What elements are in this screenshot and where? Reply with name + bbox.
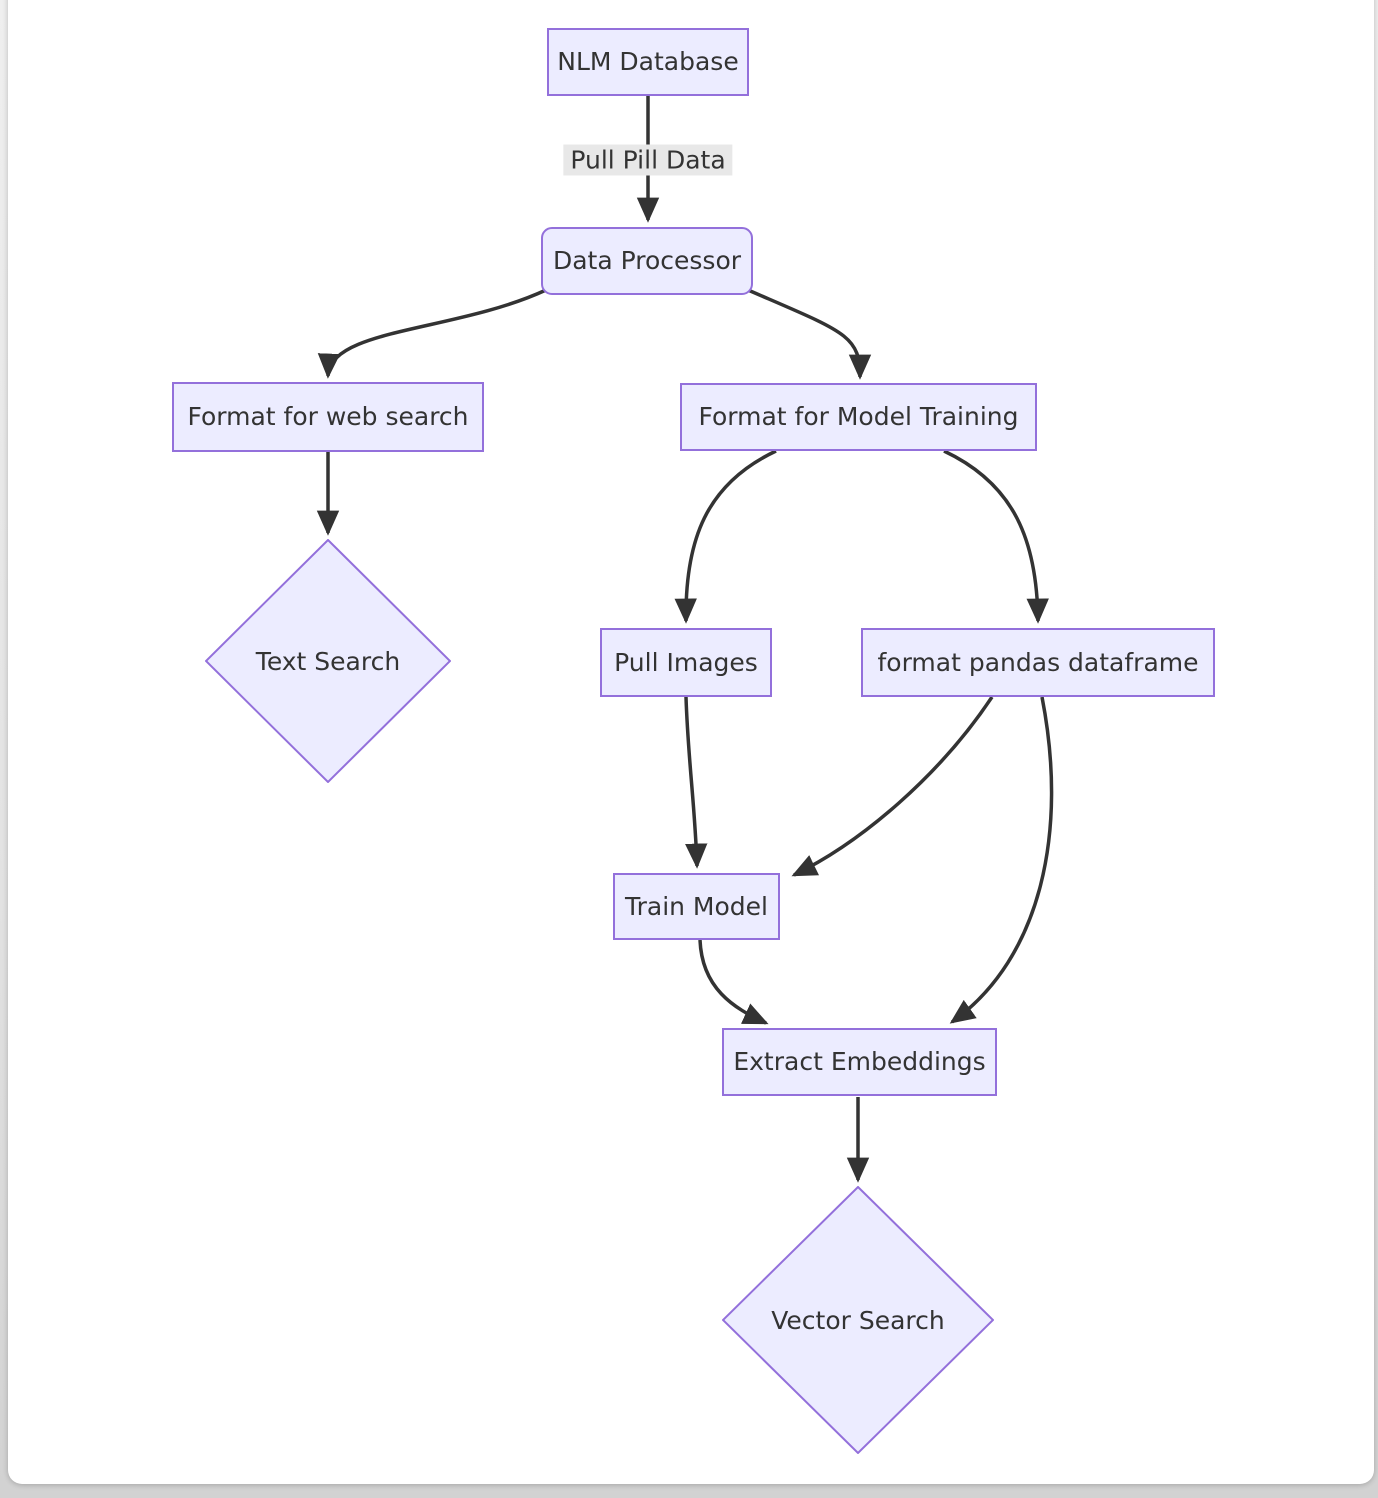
node-pull-images: Pull Images <box>600 628 772 697</box>
edge-pandas-to-train <box>791 696 994 877</box>
diamond-shape <box>722 1186 994 1454</box>
node-data-processor: Data Processor <box>541 227 753 295</box>
edge-pull-images-to-train <box>684 696 708 869</box>
node-label: Pull Images <box>614 647 758 677</box>
node-pandas-dataframe: format pandas dataframe <box>861 628 1215 697</box>
node-label: format pandas dataframe <box>877 647 1199 677</box>
edge-processor-to-format-model <box>747 288 872 380</box>
edge-processor-to-format-web <box>317 288 547 379</box>
node-format-web-search: Format for web search <box>172 382 484 452</box>
edge-format-model-to-pull-images <box>674 449 777 624</box>
node-label: NLM Database <box>557 47 739 76</box>
node-label: Data Processor <box>552 246 742 275</box>
node-nlm-database: NLM Database <box>547 28 749 96</box>
node-format-model-training: Format for Model Training <box>680 383 1037 451</box>
node-label: Format for web search <box>187 402 469 431</box>
node-text-search: Text Search <box>205 539 451 783</box>
edge-train-to-embeddings <box>698 939 769 1025</box>
edge-format-model-to-pandas <box>943 449 1049 624</box>
diamond-shape <box>205 539 451 783</box>
node-train-model: Train Model <box>613 873 780 940</box>
edge-label-pull-pill-data: Pull Pill Data <box>563 144 733 176</box>
node-label: Text Search <box>255 646 401 676</box>
node-label: Vector Search <box>771 1305 945 1335</box>
edge-pandas-to-embeddings <box>949 696 1054 1024</box>
node-label: Train Model <box>625 891 768 921</box>
node-label: Extract Embeddings <box>733 1047 986 1076</box>
node-extract-embeddings: Extract Embeddings <box>722 1028 997 1096</box>
node-label: Format for Model Training <box>698 402 1019 431</box>
node-vector-search: Vector Search <box>722 1186 994 1454</box>
